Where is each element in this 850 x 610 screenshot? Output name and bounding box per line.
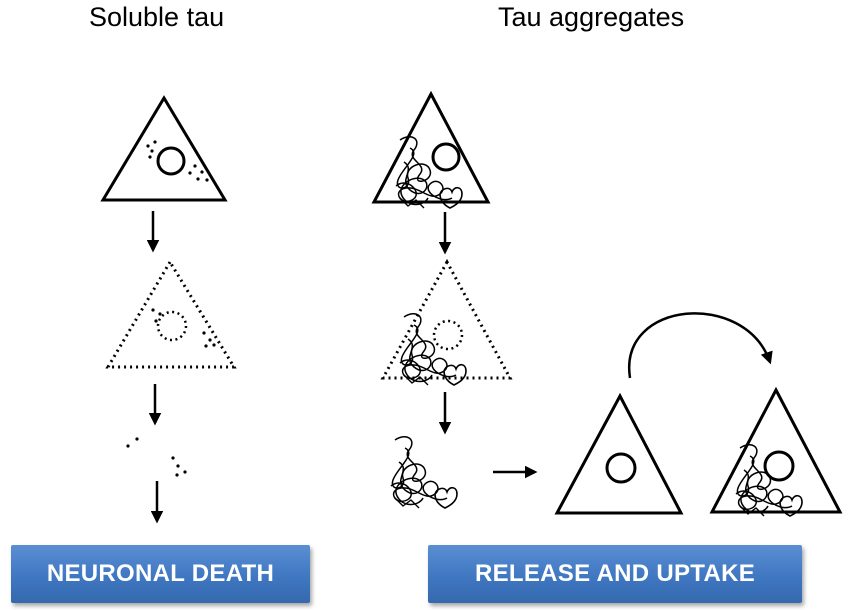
neuron-recipient-empty (554, 392, 684, 515)
released-tau-aggregate (390, 435, 458, 509)
neuron-soluble-healthy (100, 95, 228, 202)
release-and-uptake-banner: RELEASE AND UPTAKE (428, 545, 802, 603)
soluble-tau-dots (146, 140, 209, 182)
neuronal-death-banner: NEURONAL DEATH (11, 545, 310, 603)
neuron-aggregate-healthy (371, 90, 491, 209)
tau-aggregates-heading: Tau aggregates (498, 2, 685, 32)
neuron-soluble-degenerating (105, 259, 237, 369)
tau-tangle (399, 312, 467, 386)
neuron-aggregate-degenerating (380, 258, 513, 386)
scattered-soluble-tau (126, 437, 187, 477)
arrow-uptake-curve (628, 312, 773, 379)
neuron-recipient-seeded (709, 386, 843, 517)
soluble-tau-heading: Soluble tau (89, 2, 225, 32)
